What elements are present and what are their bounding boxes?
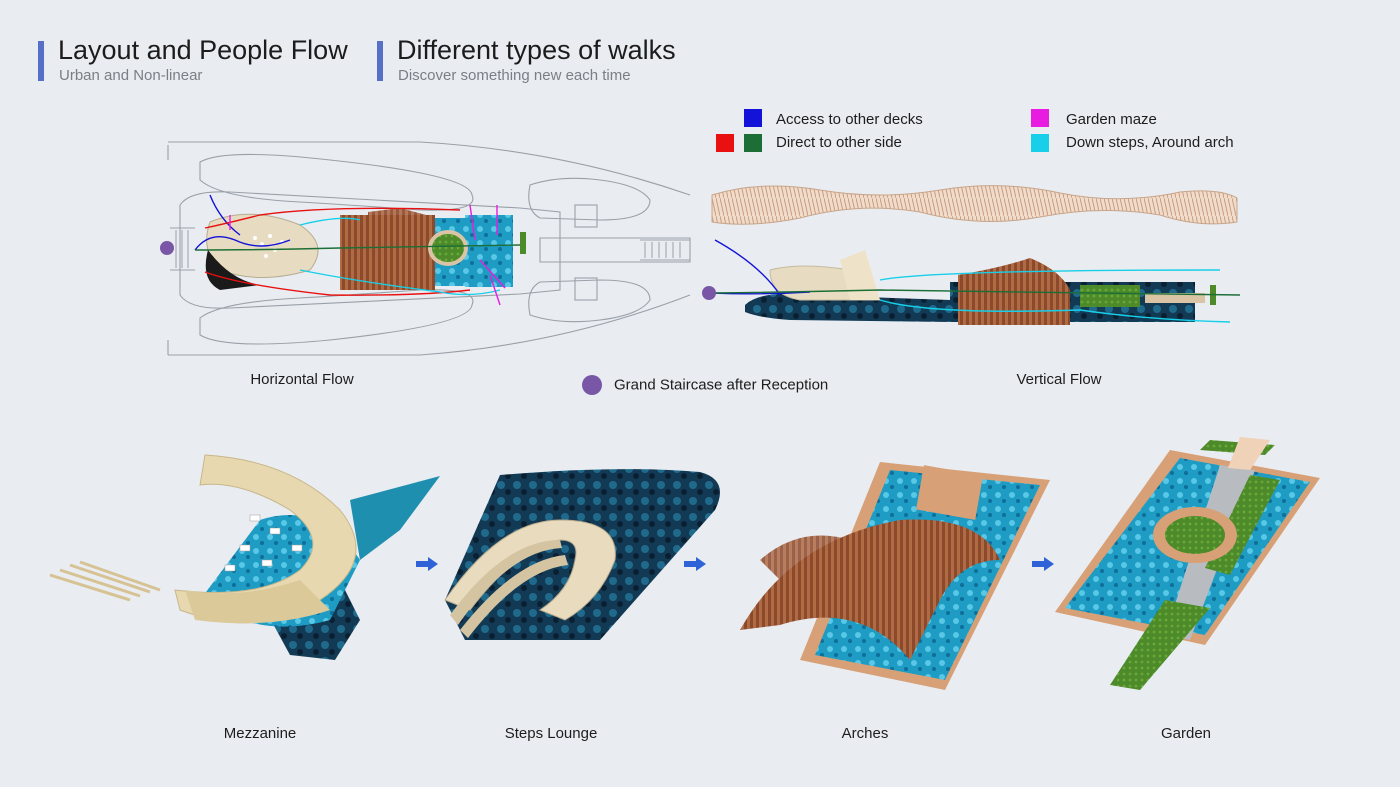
legend-swatch-steps: [1031, 134, 1049, 152]
stage-label-garden: Garden: [1160, 725, 1212, 742]
horizontal-flow-paths: [194, 194, 521, 306]
vertical-flow-paths: [711, 239, 1241, 323]
horizontal-flow-plan: [167, 141, 691, 356]
vertical-flow-section: [745, 250, 1216, 325]
garden-render: [1055, 437, 1320, 690]
arches-render: [740, 462, 1050, 690]
legend-swatch-access: [744, 109, 762, 127]
header-subtitle: Urban and Non-linear: [59, 67, 203, 84]
legend-swatch-direct-red: [716, 134, 734, 152]
legend-label-direct: Direct to other side: [776, 134, 902, 151]
legend-label-steps: Down steps, Around arch: [1066, 134, 1234, 151]
stage-label-steps-lounge: Steps Lounge: [504, 725, 598, 742]
stage-label-arches: Arches: [841, 725, 889, 742]
grand-staircase-label: Grand Staircase after Reception: [614, 376, 829, 394]
header-title: Layout and People Flow: [58, 35, 348, 65]
vertical-flow-ribbon: [711, 185, 1238, 225]
stage-label-mezzanine: Mezzanine: [223, 725, 297, 742]
header-subtitle: Discover something new each time: [398, 67, 631, 84]
arrow-right-icon: [684, 557, 706, 571]
legend-swatch-direct-green: [744, 134, 762, 152]
header-title: Different types of walks: [397, 35, 676, 65]
grand-staircase-dot: [582, 375, 602, 395]
horizontal-flow-label: Horizontal Flow: [250, 371, 354, 388]
legend-label-maze: Garden maze: [1066, 111, 1157, 128]
steps-lounge-render: [444, 469, 720, 640]
header-accent-bar: [377, 41, 383, 81]
grand-staircase-marker: [702, 286, 716, 300]
arrow-right-icon: [1032, 557, 1054, 571]
horizontal-flow-structure: [205, 208, 526, 290]
arrow-right-icon: [416, 557, 438, 571]
mezzanine-render: [49, 454, 440, 660]
horizontal-flow-stairs: [175, 230, 681, 268]
grand-staircase-legend: Grand Staircase after Reception: [582, 375, 828, 395]
legend-swatch-maze: [1031, 109, 1049, 127]
legend-label-access: Access to other decks: [776, 111, 923, 128]
vertical-flow-label: Vertical Flow: [1016, 371, 1102, 388]
header-accent-bar: [38, 41, 44, 81]
grand-staircase-marker: [160, 241, 174, 255]
